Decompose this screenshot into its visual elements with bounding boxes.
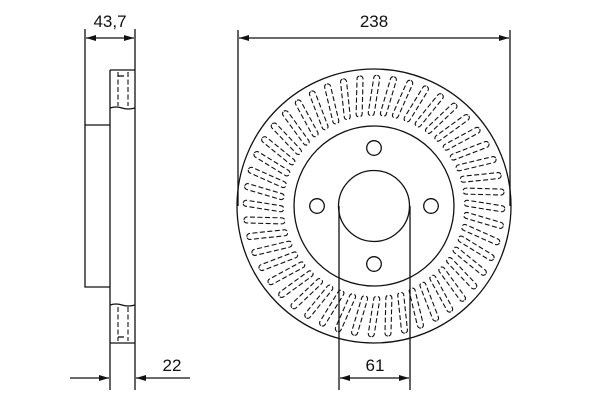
bolt-hole xyxy=(366,256,382,272)
hat-outline xyxy=(84,124,110,288)
vent-slot xyxy=(425,102,458,134)
vent-slot xyxy=(367,295,381,338)
vent-slot xyxy=(438,266,466,302)
vent-slot xyxy=(290,278,323,310)
break-line-top xyxy=(109,106,136,110)
vent-slot xyxy=(419,281,440,322)
vent-slot xyxy=(355,75,364,118)
outer-rim xyxy=(236,68,512,344)
vent-slot xyxy=(452,246,487,276)
vent-slot xyxy=(449,140,490,161)
vent-slot xyxy=(304,284,334,319)
vent-slot xyxy=(242,199,285,213)
dimension-label-height: 43,7 xyxy=(93,12,126,31)
vent-slots xyxy=(242,74,506,338)
vent-slot xyxy=(324,83,340,125)
vent-slot xyxy=(457,235,495,261)
vent-slot xyxy=(351,295,369,336)
vent-slot xyxy=(244,183,285,201)
vent-slot xyxy=(367,74,381,117)
vent-slot xyxy=(261,136,296,166)
vent-slot xyxy=(463,211,504,229)
vent-slot xyxy=(319,289,345,327)
vent-slot xyxy=(243,216,286,225)
dimension-label-thickness: 22 xyxy=(163,356,182,375)
side-view: 43,7 22 xyxy=(70,12,190,390)
friction-ring-inner-edge xyxy=(293,125,455,287)
vent-slot xyxy=(384,294,393,337)
vent-slot xyxy=(278,270,314,298)
bolt-hole xyxy=(366,140,382,156)
vent-slot xyxy=(251,240,293,256)
vent-slot xyxy=(429,274,454,313)
vent-slot xyxy=(253,151,291,177)
dimension-label-diameter: 238 xyxy=(360,12,388,31)
vent-slot xyxy=(246,229,289,240)
vent-slot xyxy=(397,291,408,334)
vent-slot xyxy=(462,187,505,196)
vent-slot xyxy=(270,122,302,155)
vent-slot xyxy=(379,76,397,117)
vent-slot xyxy=(408,287,424,329)
break-line-bottom xyxy=(109,303,136,307)
bolt-hole xyxy=(309,198,325,214)
vent-slot xyxy=(294,99,319,138)
vent-slot xyxy=(258,251,299,272)
vent-slot xyxy=(463,199,506,213)
vent-slot xyxy=(403,85,429,123)
center-bore xyxy=(337,169,411,243)
vent-slot xyxy=(414,93,444,128)
vent-slot xyxy=(442,126,481,151)
vent-slot xyxy=(340,78,351,121)
front-view: 238 61 xyxy=(236,12,512,390)
vent-slot xyxy=(455,156,497,172)
vent-slot xyxy=(308,90,329,131)
vent-slot xyxy=(434,114,470,142)
vent-slot xyxy=(247,166,287,189)
vent-slot xyxy=(446,257,478,290)
vent-slot xyxy=(267,261,306,286)
dimension-label-bore: 61 xyxy=(366,356,385,375)
vent-slot xyxy=(459,172,502,183)
vent-slot xyxy=(282,110,310,146)
bolt-hole xyxy=(423,198,439,214)
